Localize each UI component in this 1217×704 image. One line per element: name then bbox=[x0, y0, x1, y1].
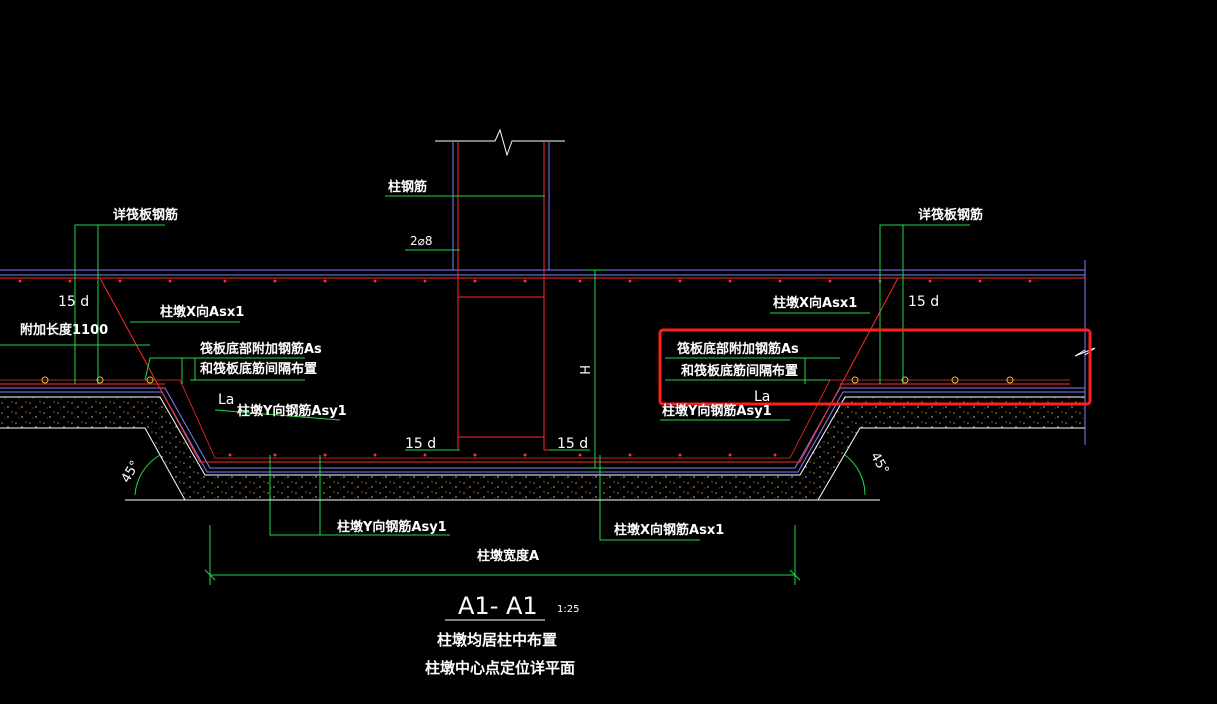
label-pier-x-right: 柱墩X向Asx1 bbox=[773, 295, 857, 311]
raft-outline bbox=[0, 260, 1086, 473]
label-raft-rebar-right: 详筏板钢筋 bbox=[918, 207, 983, 223]
label-pier-y-left: 柱墩Y向钢筋Asy1 bbox=[237, 403, 347, 419]
blinding-layer bbox=[0, 397, 1085, 500]
label-raft-add-right-2: 和筏板底筋间隔布置 bbox=[681, 363, 798, 379]
note-line-2: 柱墩中心点定位详平面 bbox=[425, 659, 575, 677]
label-pier-x-bottom: 柱墩X向钢筋Asx1 bbox=[614, 522, 724, 538]
label-pier-y-bottom: 柱墩Y向钢筋Asy1 bbox=[337, 519, 447, 535]
label-column-rebar: 柱钢筋 bbox=[388, 179, 427, 195]
rebar-dots bbox=[41, 376, 1014, 384]
break-line bbox=[435, 128, 565, 157]
top-dots bbox=[18, 279, 1032, 457]
label-extra-length: 附加长度1100 bbox=[20, 322, 108, 338]
label-stirrup: 2⌀8 bbox=[410, 234, 433, 248]
label-15d-bottom-right: 15 d bbox=[557, 436, 588, 452]
column-rebar bbox=[420, 142, 585, 451]
label-la-left: La bbox=[218, 392, 234, 408]
note-line-1: 柱墩均居柱中布置 bbox=[437, 631, 557, 649]
label-la-right: La bbox=[754, 389, 770, 405]
label-15d-top-left: 15 d bbox=[58, 294, 89, 310]
label-pier-width: 柱墩宽度A bbox=[477, 548, 539, 564]
section-scale: 1:25 bbox=[557, 604, 579, 615]
column bbox=[452, 142, 550, 270]
label-h: H bbox=[576, 365, 591, 375]
section-title: A1- A1 bbox=[458, 592, 538, 620]
label-angle-left: 45° bbox=[119, 458, 144, 485]
label-pier-x-left: 柱墩X向Asx1 bbox=[160, 304, 244, 320]
label-angle-right: 45° bbox=[867, 450, 892, 477]
label-raft-add-left-2: 和筏板底筋间隔布置 bbox=[200, 361, 317, 377]
label-raft-rebar-left: 详筏板钢筋 bbox=[113, 207, 178, 223]
label-raft-add-left-1: 筏板底部附加钢筋As bbox=[200, 341, 322, 357]
label-raft-add-right-1: 筏板底部附加钢筋As bbox=[677, 341, 799, 357]
leader-lines bbox=[0, 195, 970, 585]
label-15d-bottom-left: 15 d bbox=[405, 436, 436, 452]
raft-rebar bbox=[0, 277, 1085, 463]
highlight-box bbox=[658, 328, 1092, 406]
label-pier-y-right: 柱墩Y向钢筋Asy1 bbox=[662, 403, 772, 419]
label-15d-top-right: 15 d bbox=[908, 294, 939, 310]
